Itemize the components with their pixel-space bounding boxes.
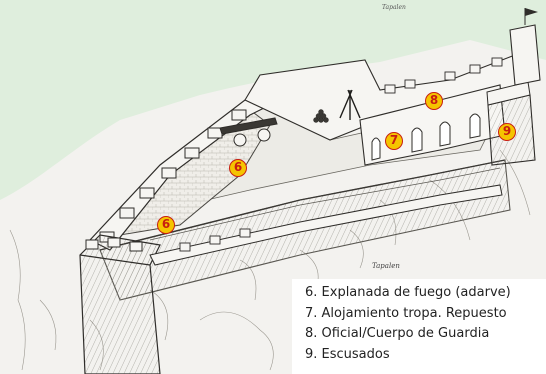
marker-8: 8 xyxy=(425,92,443,110)
legend-item-6: 6. Explanada de fuego (adarve) xyxy=(305,285,511,300)
merlons-corner xyxy=(85,237,143,252)
stacked-rifles xyxy=(339,89,361,120)
marker-9: 9 xyxy=(498,123,516,141)
legend-item-9: 9. Escusados xyxy=(305,346,390,362)
marker-6-upper: 6 xyxy=(229,159,247,177)
marker-7: 7 xyxy=(385,132,403,150)
legend-item-7: 7. Alojamiento tropa. Repuesto xyxy=(305,305,507,321)
marker-6-lower: 6 xyxy=(157,216,175,234)
barracks-arches xyxy=(371,113,481,161)
merlons-front xyxy=(179,228,251,252)
artist-signature: Tapalen xyxy=(372,262,400,270)
cannonball-pile xyxy=(313,109,329,123)
legend-box: 6. Explanada de fuego (adarve) 7. Alojam… xyxy=(292,279,546,374)
corner-bastion xyxy=(79,234,161,374)
cannon xyxy=(219,117,278,147)
legend-item-8: 8. Oficial/Cuerpo de Guardia xyxy=(305,326,490,341)
watchtower xyxy=(509,24,541,86)
front-parapet xyxy=(149,184,503,266)
artist-signature-top: Tapalen xyxy=(382,4,406,11)
merlons-back xyxy=(384,57,503,94)
